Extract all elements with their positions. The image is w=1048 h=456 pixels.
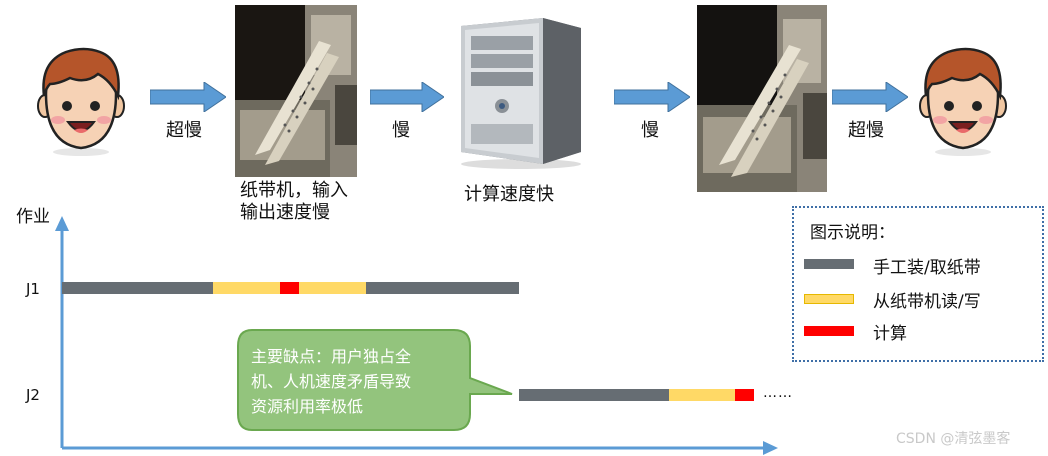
callout-bubble — [237, 329, 513, 431]
legend-swatch-compute — [804, 326, 854, 336]
paper-tape-machine-image-1 — [235, 5, 357, 177]
arrow-label-1: 超慢 — [166, 120, 202, 141]
arrow-label-3: 慢 — [641, 120, 659, 141]
legend-swatch-manual — [804, 259, 854, 269]
legend-title: 图示说明： — [810, 223, 895, 243]
paper-tape-caption-line2: 输出速度慢 — [240, 202, 330, 223]
j1-segment-manual-load — [62, 282, 213, 294]
job-bar-j1 — [62, 282, 519, 294]
flow-arrow-3 — [614, 82, 690, 112]
callout-line-1: 主要缺点：用户独占全 — [251, 347, 412, 366]
callout-line-3: 资源利用率极低 — [251, 397, 364, 416]
legend-swatch-tape — [804, 294, 854, 304]
job-bar-j2 — [519, 389, 754, 401]
j2-segment-tape-read — [669, 389, 735, 401]
flow-arrow-1 — [150, 82, 226, 112]
user-face-icon-left — [37, 47, 125, 156]
j2-segment-manual-load — [519, 389, 669, 401]
job-label-j1: J1 — [26, 280, 40, 298]
job-label-j2: J2 — [26, 386, 40, 404]
y-axis-label: 作业 — [16, 207, 50, 227]
arrow-label-2: 慢 — [392, 120, 410, 141]
computer-caption: 计算速度快 — [464, 184, 554, 205]
paper-tape-caption-line1: 纸带机，输入 — [240, 180, 348, 201]
legend-label-compute: 计算 — [873, 324, 907, 344]
user-face-icon-right — [919, 47, 1007, 156]
watermark: CSDN @清弦墨客 — [896, 431, 1011, 447]
paper-tape-machine-image-2 — [697, 5, 827, 192]
j1-segment-tape-read — [213, 282, 280, 294]
legend-label-tape: 从纸带机读/写 — [873, 292, 981, 312]
j1-segment-tape-write — [299, 282, 366, 294]
legend — [792, 206, 1044, 362]
legend-label-manual: 手工装/取纸带 — [873, 258, 981, 278]
callout-line-2: 机、人机速度矛盾导致 — [251, 372, 412, 391]
j1-segment-manual-unload — [366, 282, 519, 294]
flow-arrow-4 — [832, 82, 908, 112]
j1-segment-compute — [280, 282, 299, 294]
continuation-dots: …… — [763, 385, 793, 401]
computer-tower-icon — [461, 18, 581, 169]
arrow-label-4: 超慢 — [848, 120, 884, 141]
flow-arrow-2 — [370, 82, 444, 112]
j2-segment-compute — [735, 389, 754, 401]
